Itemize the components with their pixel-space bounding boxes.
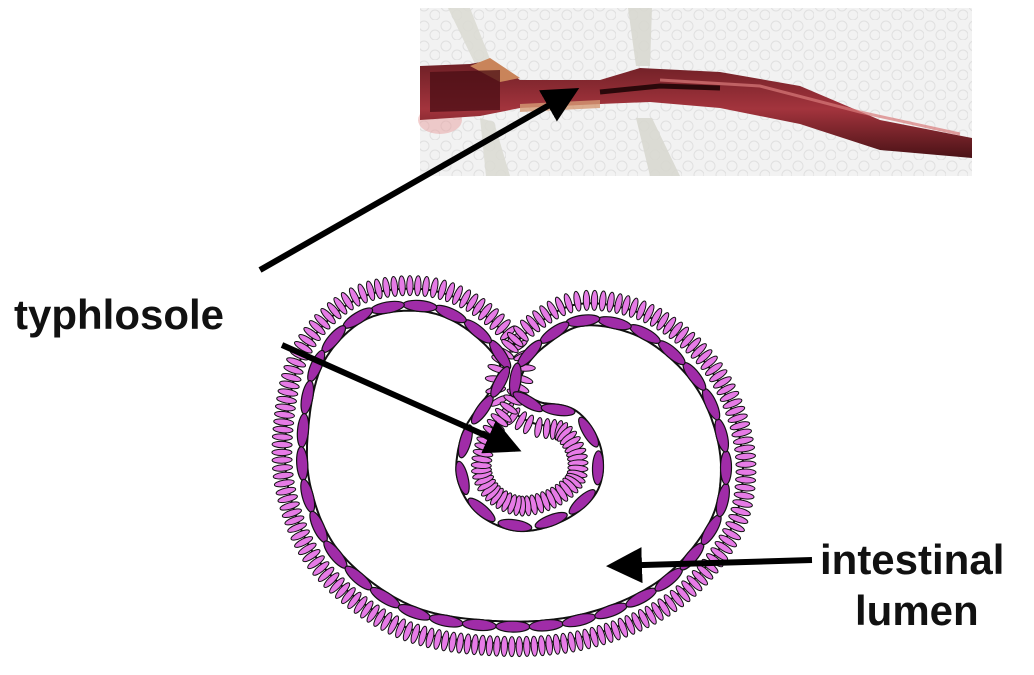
muscle-cell xyxy=(496,621,530,632)
muscle-cell xyxy=(592,451,604,485)
muscle-cell xyxy=(720,450,731,484)
dissection-photo xyxy=(418,8,972,176)
worm-dark-patch xyxy=(430,70,500,112)
typhlosole-label: typhlosole xyxy=(14,292,224,338)
epithelial-cell xyxy=(736,469,756,476)
epithelial-cell xyxy=(591,290,598,310)
epithelial-cell xyxy=(272,449,292,455)
epithelial-cell xyxy=(272,441,292,448)
arrow-to-typhlosole xyxy=(282,345,516,449)
epithelial-cell xyxy=(516,637,523,657)
epithelial-cell xyxy=(736,461,756,468)
epithelial-cell xyxy=(523,636,530,656)
arrow-to-lumen xyxy=(612,560,812,566)
epithelial-cell xyxy=(508,637,515,657)
intestinal-label: intestinal xyxy=(820,537,1004,583)
epithelial-cell xyxy=(583,290,590,310)
lumen-label: lumen xyxy=(855,588,979,634)
cross-section xyxy=(272,276,756,657)
epithelial-cell xyxy=(501,636,508,656)
epithelial-cell xyxy=(272,456,292,463)
arrow-to-photo xyxy=(260,91,574,270)
epithelial-cell xyxy=(407,276,414,296)
